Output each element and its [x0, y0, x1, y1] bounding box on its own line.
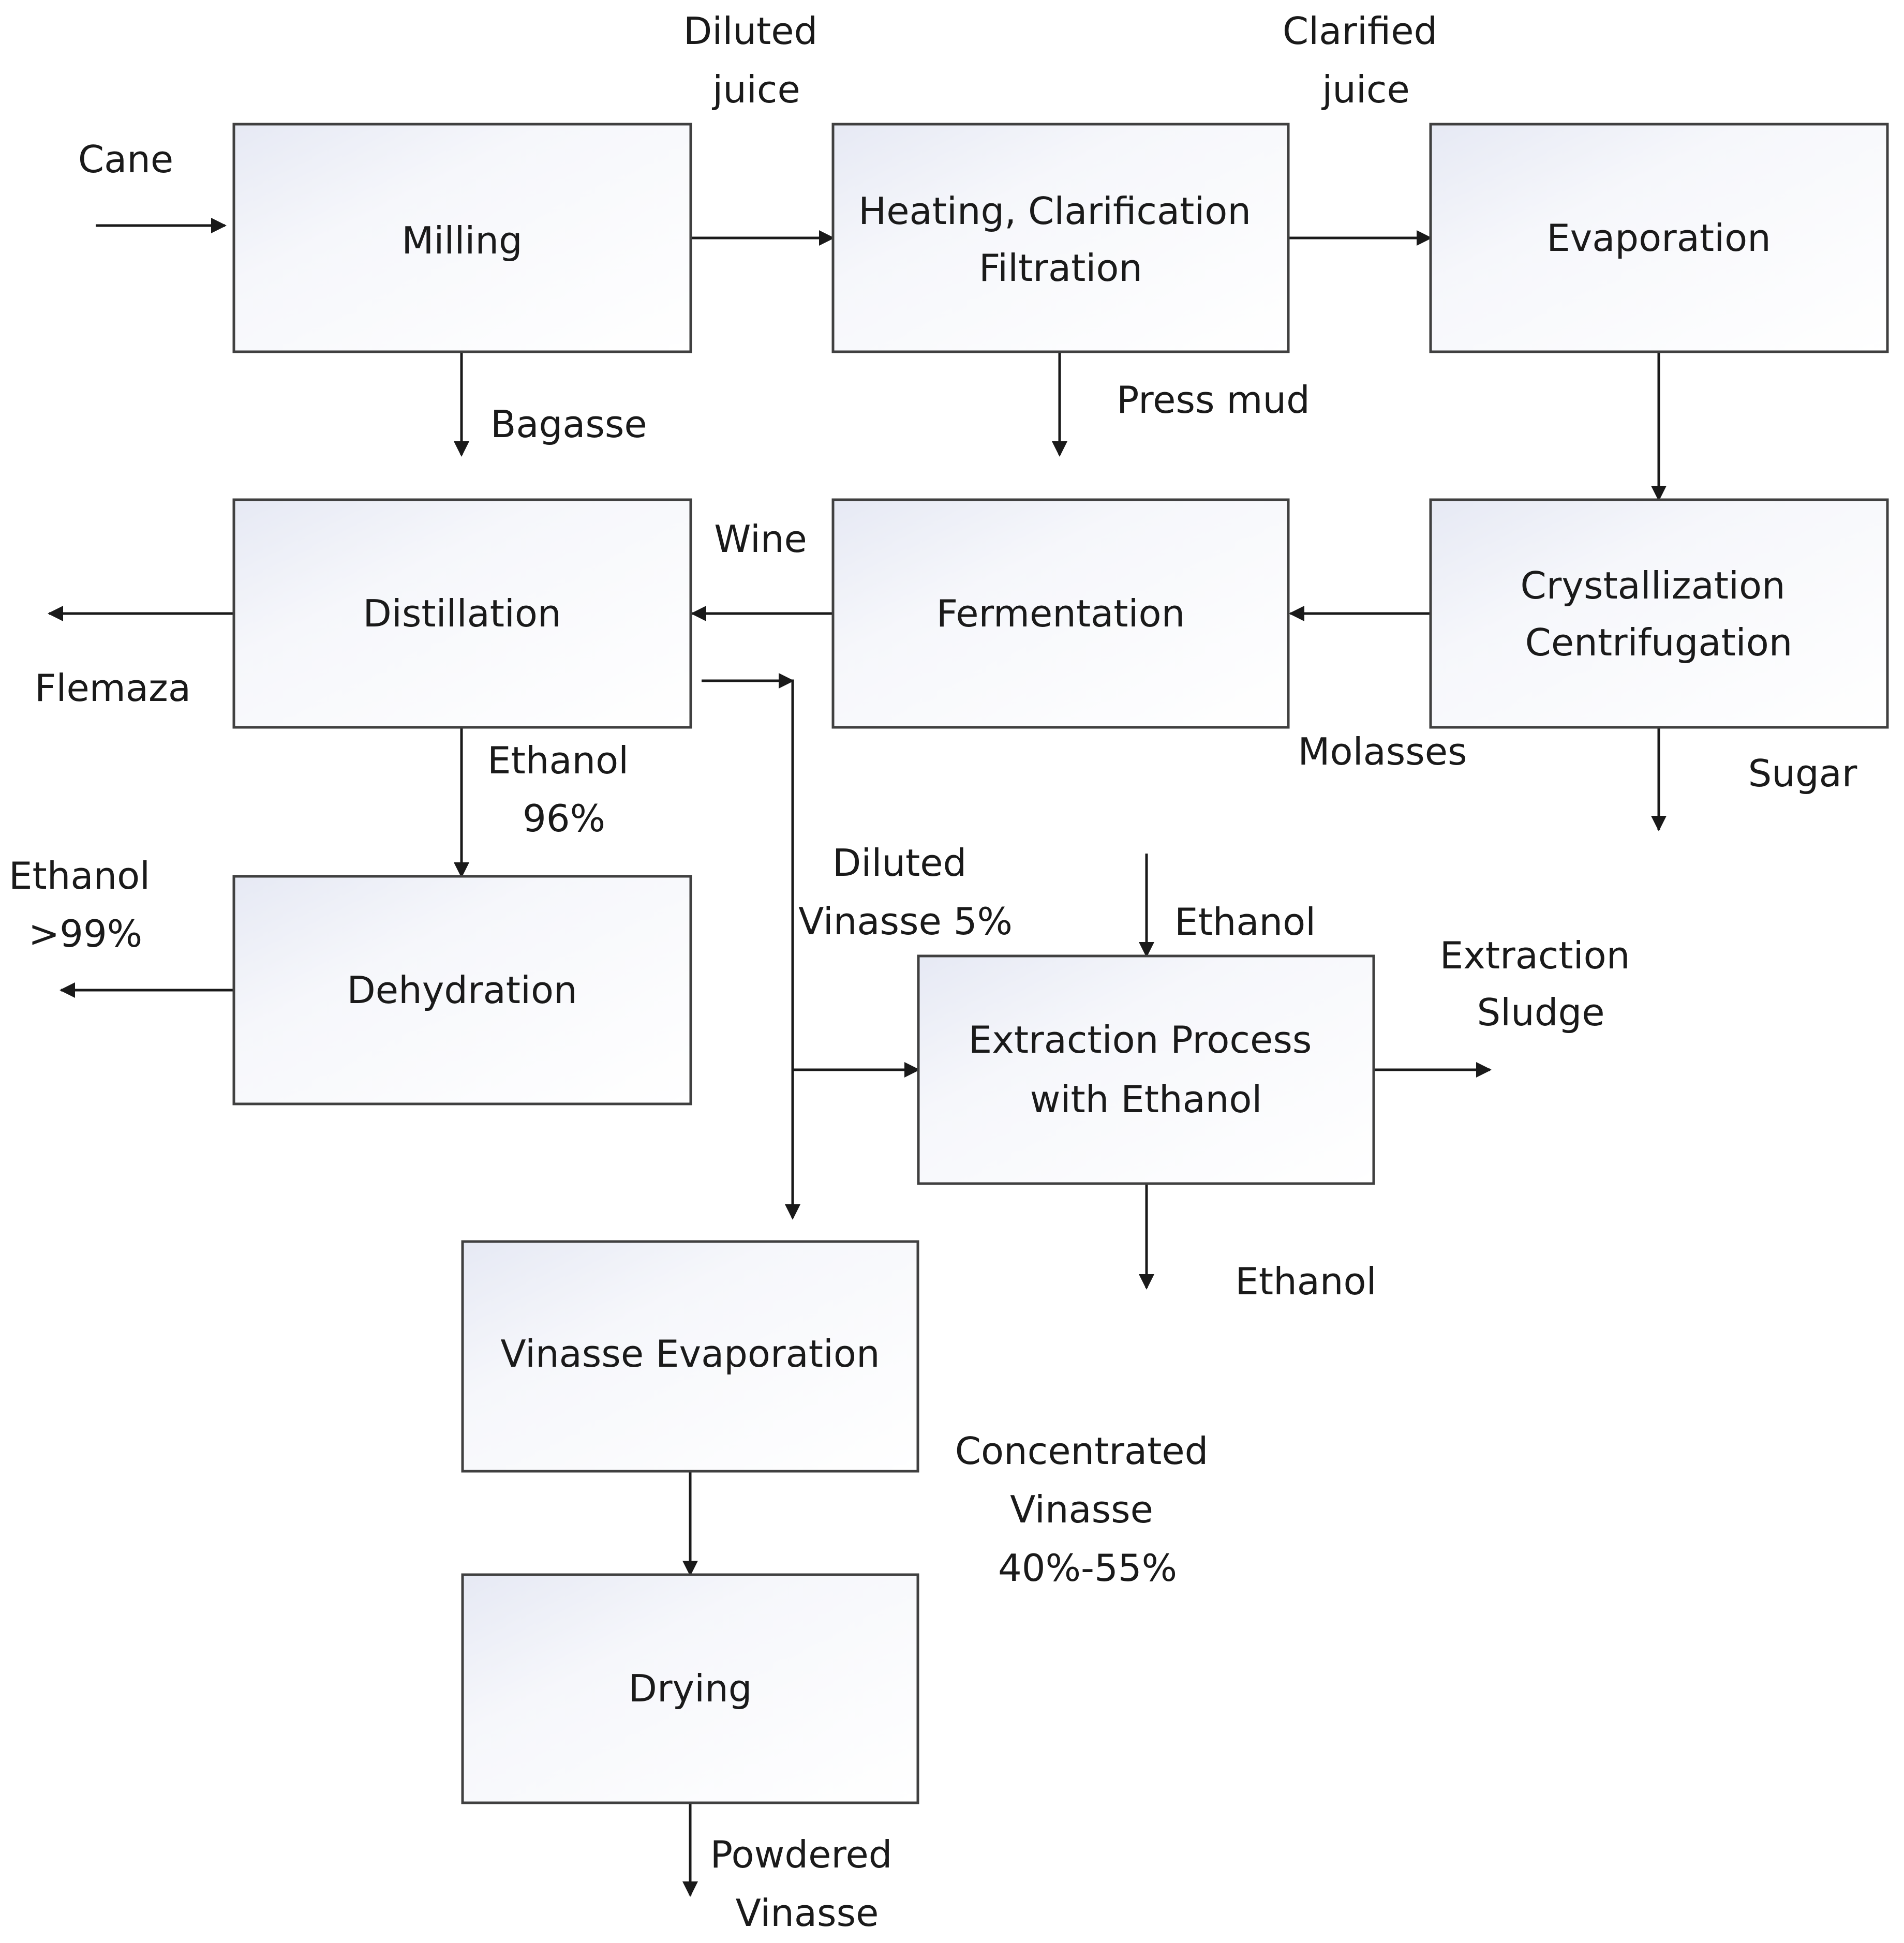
label-diluted-vinasse-2: Vinasse 5%	[798, 900, 1013, 943]
svg-text:Ethanol 96%: Ethanol 96%	[487, 739, 641, 840]
heating-clarification-filtration-box: Heating, Clarification Filtration	[831, 123, 1290, 353]
vinasse-evaporation-box: Vinasse Evaporation	[461, 1240, 919, 1473]
label-ethanol-96-2: 96%	[523, 797, 605, 840]
svg-text:Drying: Drying	[629, 1667, 752, 1710]
milling-box: Milling	[232, 123, 692, 353]
svg-text:Dehydration: Dehydration	[347, 968, 577, 1012]
heating-box-line-1: Heating, Clarification	[858, 189, 1251, 233]
svg-text:Bagasse: Bagasse	[490, 402, 647, 446]
label-cane: Cane	[78, 138, 173, 181]
label-diluted-vinasse-1: Diluted	[832, 841, 966, 885]
label-powdered-vinasse-1: Powdered	[710, 1833, 892, 1876]
svg-text:Diluted juice: Diluted juice	[683, 9, 829, 111]
label-bagasse: Bagasse	[490, 402, 647, 446]
label-ethanol-output: Ethanol	[1235, 1260, 1376, 1303]
svg-text:Diluted Vinasse 5%: Diluted Vinasse 5%	[798, 841, 1013, 943]
svg-text:Fermentation: Fermentation	[936, 592, 1185, 635]
svg-text:Cane: Cane	[78, 138, 173, 181]
label-flemaza: Flemaza	[35, 666, 191, 710]
label-ethanol-99-1: Ethanol	[9, 854, 150, 898]
extraction-box-line-2: with Ethanol	[1030, 1078, 1262, 1121]
svg-text:Distillation: Distillation	[363, 592, 561, 635]
milling-box-line: Milling	[401, 219, 522, 262]
label-diluted-juice-1: Diluted	[683, 9, 817, 53]
svg-text:Heating, Clarification F: Heating, Clarification Filtration	[858, 189, 1263, 290]
flow-arrows	[48, 218, 1667, 1897]
label-concentrated-vinasse-1: Concentrated	[955, 1429, 1209, 1473]
stream-labels: Cane Diluted juice Clarified juice Bagas…	[9, 9, 1857, 1935]
svg-text:Powdered Vinasse: Powdered Vinasse	[710, 1833, 904, 1935]
svg-text:Clarified juice: Clarified juice	[1283, 9, 1449, 111]
fermentation-box: Fermentation	[831, 498, 1290, 729]
label-extraction-sludge-1: Extraction	[1440, 934, 1630, 977]
vinasse-evaporation-box-line: Vinasse Evaporation	[500, 1332, 880, 1376]
dehydration-box-line: Dehydration	[347, 968, 577, 1012]
svg-text:Crystallization Centrifu: Crystallization Centrifugation	[1520, 564, 1797, 664]
label-concentrated-vinasse-3: 40%-55%	[998, 1546, 1177, 1590]
label-powdered-vinasse-2: Vinasse	[736, 1891, 879, 1935]
svg-text:Ethanol: Ethanol	[1174, 900, 1316, 944]
distillation-box-line: Distillation	[363, 592, 561, 635]
label-clarified-juice-1: Clarified	[1283, 9, 1437, 53]
label-molasses: Molasses	[1298, 730, 1467, 773]
svg-text:Ethanol >99%: Ethanol >99%	[9, 854, 162, 955]
label-extraction-sludge-2: Sludge	[1477, 991, 1604, 1034]
svg-text:Extraction Sludge: Extraction Sludge	[1440, 934, 1642, 1034]
label-diluted-juice-2: juice	[711, 68, 800, 111]
label-wine: Wine	[714, 517, 807, 561]
svg-text:Vinasse Evaporation: Vinasse Evaporation	[500, 1332, 880, 1376]
svg-text:Flemaza: Flemaza	[35, 666, 191, 710]
label-ethanol-96-1: Ethanol	[487, 739, 629, 782]
dehydration-box: Dehydration	[232, 875, 692, 1105]
svg-text:Wine: Wine	[714, 517, 807, 561]
extraction-process-box: Extraction Process with Ethanol	[917, 954, 1375, 1185]
svg-text:Milling: Milling	[401, 219, 522, 262]
crystallization-box-line-1: Crystallization	[1520, 564, 1785, 607]
svg-text:Sugar: Sugar	[1748, 752, 1857, 795]
label-clarified-juice-2: juice	[1321, 68, 1410, 111]
crystallization-centrifugation-box: Crystallization Centrifugation	[1429, 498, 1889, 729]
drying-box-line: Drying	[629, 1667, 752, 1710]
fermentation-box-line: Fermentation	[936, 592, 1185, 635]
drying-box: Drying	[461, 1573, 919, 1804]
crystallization-box-line-2: Centrifugation	[1525, 621, 1793, 664]
label-ethanol-99-2: >99%	[28, 912, 142, 955]
svg-text:Extraction Process with: Extraction Process with Ethanol	[969, 1018, 1323, 1121]
arrow-vinasse-to-vinasse-evaporation	[785, 679, 800, 1220]
extraction-box-line-1: Extraction Process	[969, 1018, 1312, 1062]
heating-box-line-2: Filtration	[979, 246, 1142, 290]
svg-text:Evaporation: Evaporation	[1546, 216, 1771, 260]
svg-text:Concentrated Vinasse: Concentrated Vinasse 40%-55%	[955, 1429, 1221, 1590]
svg-text:Press mud: Press mud	[1117, 378, 1310, 422]
distillation-box: Distillation	[232, 498, 692, 729]
label-sugar: Sugar	[1748, 752, 1857, 795]
label-concentrated-vinasse-2: Vinasse	[1010, 1488, 1153, 1531]
svg-text:Molasses: Molasses	[1298, 730, 1467, 773]
svg-text:Ethanol: Ethanol	[1235, 1260, 1376, 1303]
evaporation-box: Evaporation	[1429, 123, 1889, 353]
label-press-mud: Press mud	[1117, 378, 1310, 422]
label-ethanol-input: Ethanol	[1174, 900, 1316, 944]
evaporation-box-line: Evaporation	[1546, 216, 1771, 260]
